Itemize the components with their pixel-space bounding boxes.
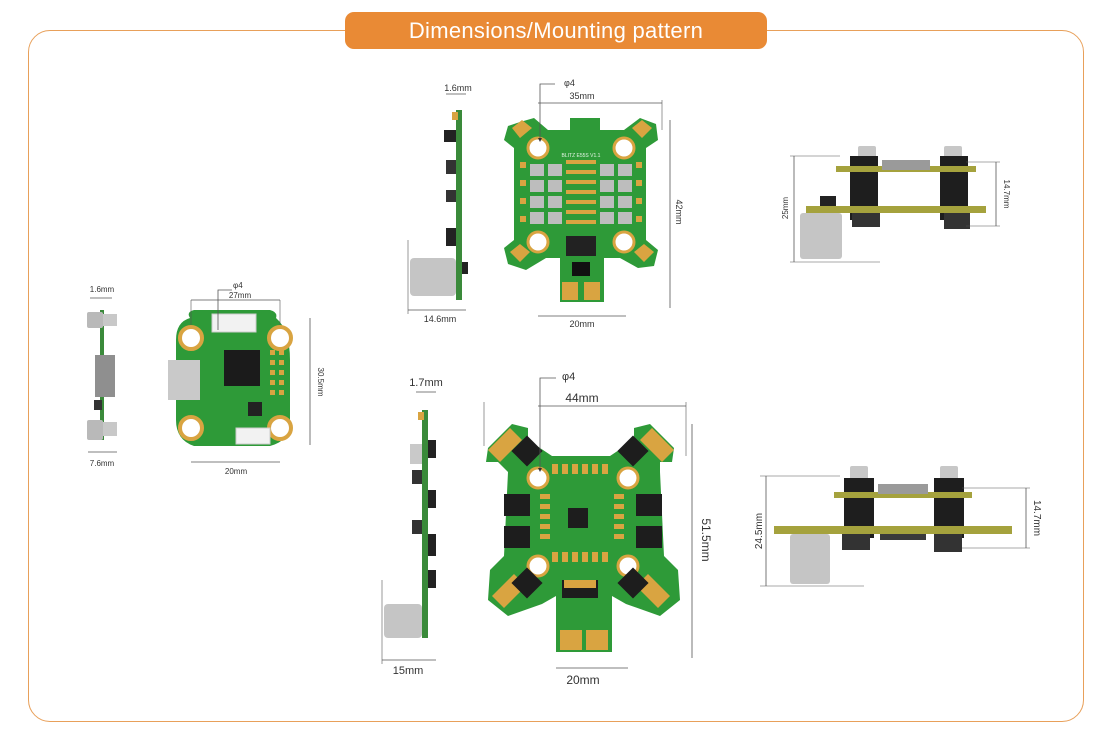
esc2-stack-view: 24.5mm 14.7mm [754, 466, 1042, 587]
section-title: Dimensions/Mounting pattern [345, 12, 767, 49]
fc-mount-label: 20mm [225, 467, 248, 476]
esc2-top-width-label: 44mm [565, 391, 598, 405]
esc1-stack-view: 25mm 14.7mm [781, 146, 1011, 263]
fc-height-label: 30.5mm [316, 368, 325, 397]
fc-side-width-label: 7.6mm [90, 459, 115, 468]
esc1-mount-label: 20mm [569, 319, 594, 329]
esc2-stack-height-label: 24.5mm [754, 513, 765, 549]
esc1-hole-label: φ4 [564, 78, 575, 88]
esc2-side-view: 1.7mm 15mm [381, 377, 443, 677]
esc2-stack-width-label: 14.7mm [1031, 500, 1042, 536]
esc1-top-width-label: 35mm [569, 91, 594, 101]
esc1-stack-width-label: 14.7mm [1002, 180, 1011, 209]
fc-side-thickness-label: 1.6mm [90, 285, 115, 294]
esc1-side-view: 1.6mm 14.6mm [407, 83, 472, 324]
fc-top-width-label: 27mm [229, 291, 252, 300]
esc1-side-width-label: 14.6mm [424, 314, 457, 324]
esc2-top-view: φ4 44mm 51.5mm 20mm [483, 371, 713, 687]
esc2-hole-label: φ4 [562, 371, 575, 383]
fc-top-view: φ4 27mm 30.5mm 20mm [168, 281, 325, 476]
fc-hole-label: φ4 [233, 281, 243, 290]
esc1-side-thickness-label: 1.6mm [444, 83, 472, 93]
esc1-height-label: 42mm [674, 199, 684, 224]
esc2-side-width-label: 15mm [393, 665, 424, 677]
fc-side-view: 1.6mm 7.6mm [87, 285, 117, 468]
esc1-silkscreen: BLITZ E55S V1.1 [562, 153, 601, 159]
esc1-stack-height-label: 25mm [781, 197, 790, 220]
esc2-height-label: 51.5mm [699, 518, 713, 561]
esc1-top-view: BLITZ E55S V1.1 φ4 35mm 42mm 20mm [504, 78, 684, 329]
esc2-side-thickness-label: 1.7mm [409, 377, 443, 389]
esc2-mount-label: 20mm [566, 673, 599, 687]
